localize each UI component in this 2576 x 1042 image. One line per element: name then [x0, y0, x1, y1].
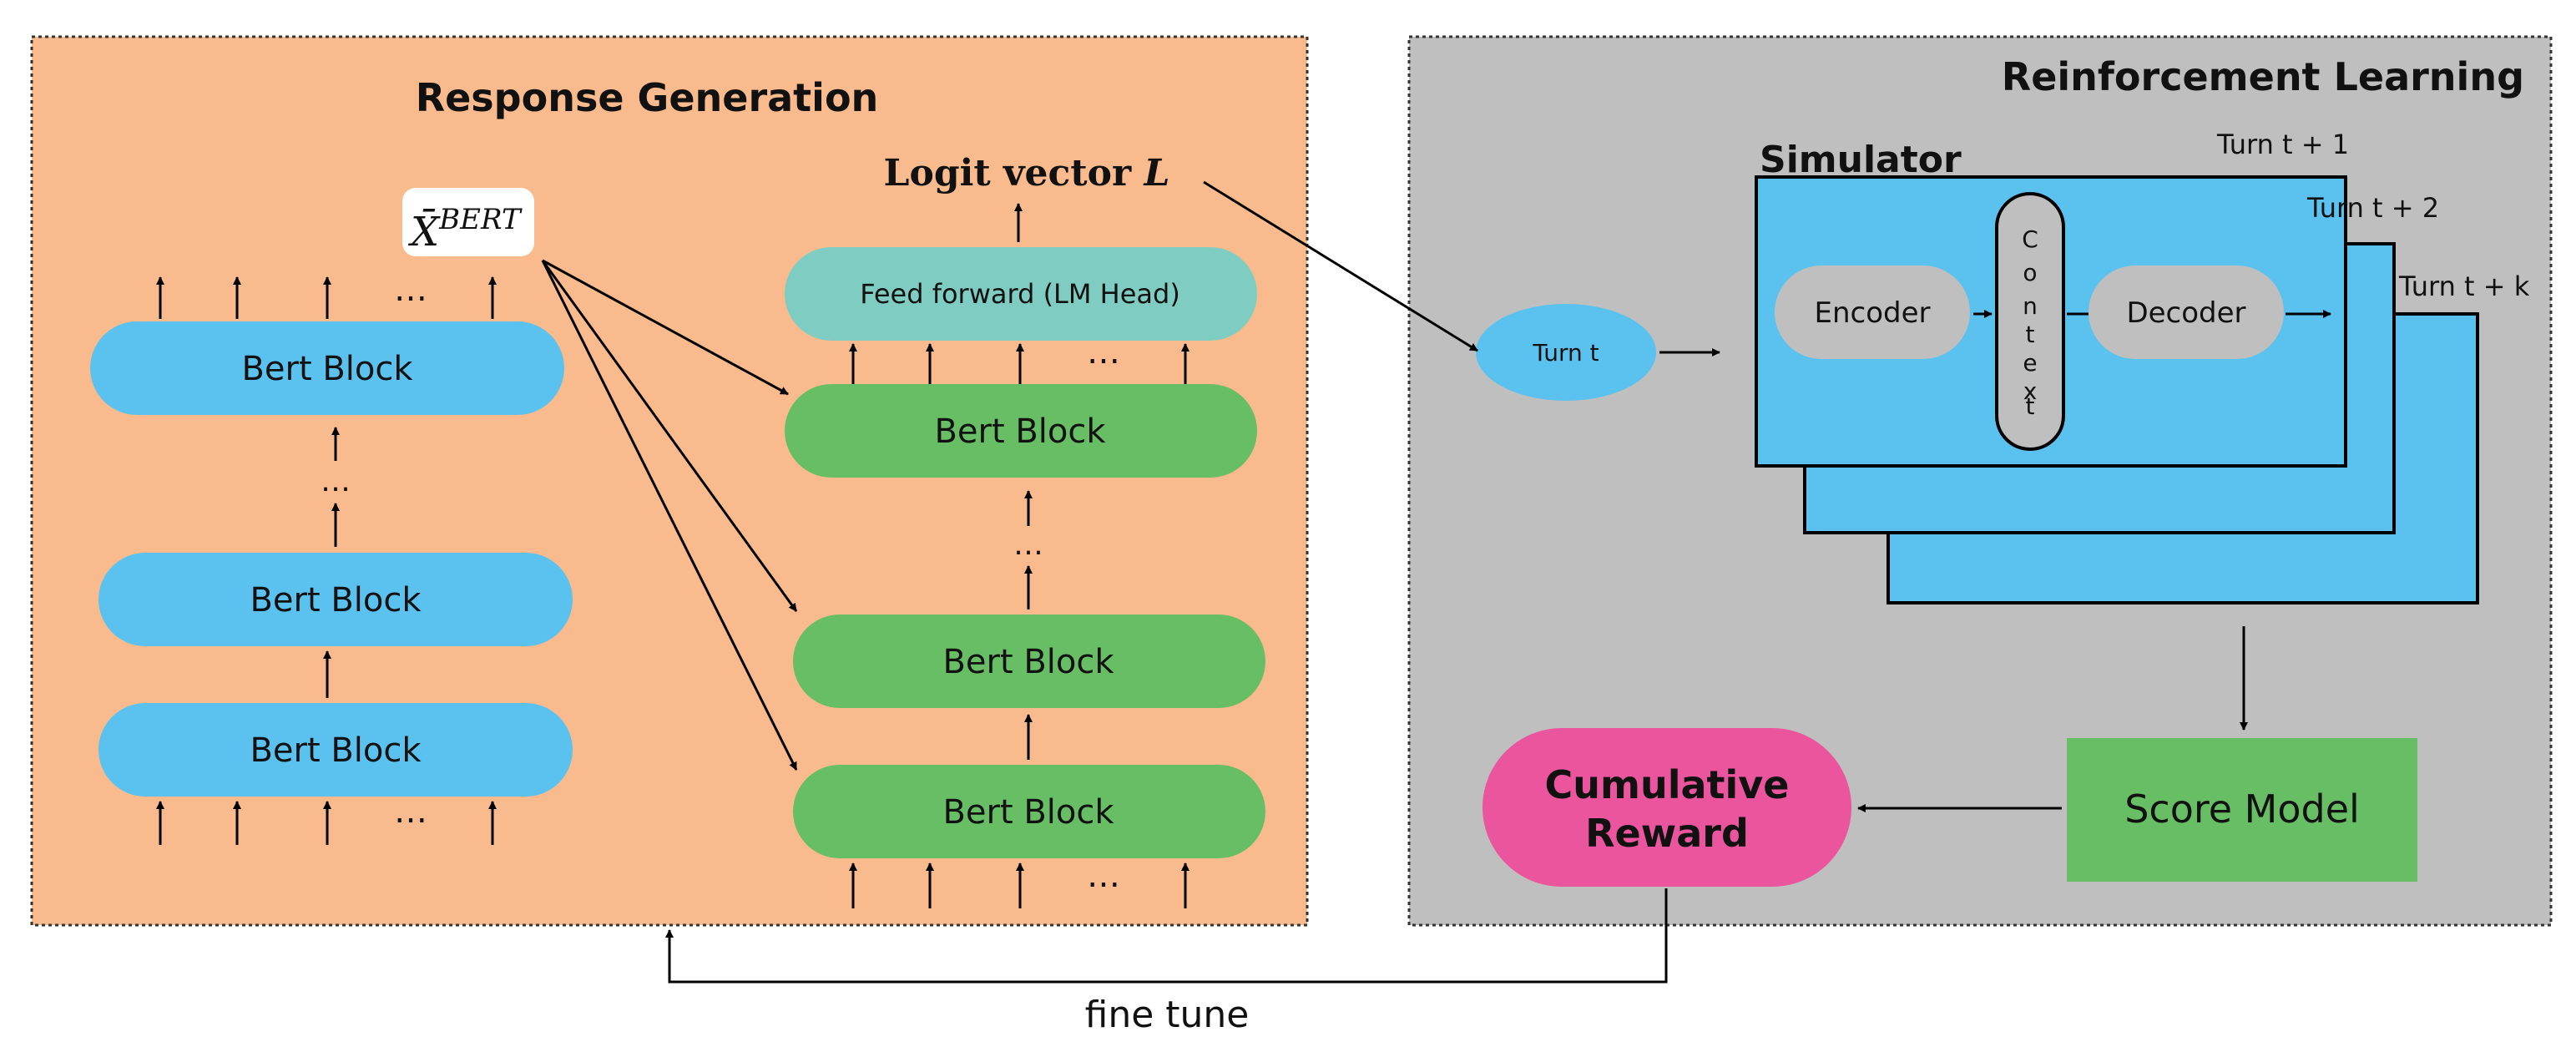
- decoder-bottom-ellipsis: …: [1087, 857, 1120, 895]
- xbert-label-box: [402, 188, 534, 256]
- decoder-bottom-bert-block-label: Bert Block: [942, 793, 1114, 832]
- context-pill: [1995, 192, 2065, 451]
- lm-head-block: [785, 247, 1257, 341]
- logit-vector-text: Logit vector: [884, 152, 1132, 195]
- turn-t-1-label: Turn t + 1: [2216, 129, 2349, 160]
- decoder-middle-bert-block-label: Bert Block: [942, 643, 1114, 681]
- turn-t-2-label: Turn t + 2: [2306, 192, 2439, 224]
- xbert-label: X̄BERT: [407, 203, 523, 255]
- encoder-stack: … Bert Block … Bert Block Bert Block …: [90, 271, 573, 845]
- lm-head-label: Feed forward (LM Head): [860, 278, 1180, 310]
- cumulative-reward-pill: [1482, 728, 1851, 887]
- cumulative-reward-label-line2: Reward: [1585, 811, 1749, 856]
- fine-tune-label: fine tune: [1085, 994, 1250, 1036]
- decoder-top-ellipsis: …: [1087, 333, 1120, 372]
- decoder-pill: [2089, 266, 2284, 359]
- decoder-top-bert-block: [785, 384, 1257, 478]
- encoder-bottom-ellipsis: …: [394, 792, 427, 831]
- score-model-label: Score Model: [2124, 787, 2360, 832]
- logit-to-turn-arrow: [1203, 180, 1478, 352]
- context-letter: t: [2026, 392, 2035, 420]
- encoder-pill: [1775, 266, 1970, 359]
- encoder-top-bert-block-label: Bert Block: [241, 350, 413, 388]
- logit-vector-label: Logit vector L: [884, 152, 1170, 195]
- response-generation-title: Response Generation: [416, 75, 879, 120]
- context-letter: x: [2023, 377, 2038, 405]
- encoder-top-ellipsis: …: [394, 271, 427, 309]
- decoder-stack: Logit vector L Feed forward (LM Head) … …: [785, 152, 1265, 908]
- decoder-top-bert-block-label: Bert Block: [934, 412, 1106, 451]
- logit-vector-symbol: L: [1143, 152, 1170, 195]
- context-letter: n: [2023, 292, 2038, 320]
- cumulative-reward-label-line1: Cumulative: [1545, 762, 1790, 807]
- decoder-label: Decoder: [2126, 296, 2245, 330]
- cross-attention-arrows: [541, 259, 798, 771]
- reinforcement-learning-title: Reinforcement Learning: [2002, 54, 2524, 99]
- encoder-label: Encoder: [1814, 296, 1930, 330]
- context-label: C o n t e x t: [2022, 225, 2038, 420]
- context-letter: t: [2026, 321, 2035, 348]
- encoder-middle-bert-block: [98, 553, 573, 646]
- simulator-label: Simulator: [1760, 139, 1962, 181]
- encoder-top-bert-block: [90, 321, 564, 415]
- encoder-bottom-bert-block-label: Bert Block: [250, 731, 422, 770]
- score-model-box: [2067, 738, 2417, 882]
- context-letter: o: [2023, 259, 2037, 286]
- turn-t-label: Turn t: [1532, 339, 1599, 367]
- xbert-superscript: BERT: [438, 203, 523, 236]
- encoder-middle-bert-block-label: Bert Block: [250, 581, 422, 620]
- encoder-middle-ellipsis: …: [321, 464, 351, 498]
- decoder-middle-ellipsis: …: [1013, 528, 1043, 562]
- fine-tune-feedback-arrow: [665, 888, 1668, 984]
- encoder-bottom-bert-block: [98, 703, 573, 797]
- context-letter: e: [2023, 349, 2037, 377]
- turn-t-ellipse: [1476, 304, 1656, 401]
- context-letter: C: [2022, 225, 2038, 253]
- decoder-middle-bert-block: [793, 615, 1265, 708]
- xbert-symbol: X̄: [407, 207, 441, 255]
- decoder-bottom-bert-block: [793, 765, 1265, 858]
- turn-t-k-label: Turn t + k: [2398, 271, 2530, 302]
